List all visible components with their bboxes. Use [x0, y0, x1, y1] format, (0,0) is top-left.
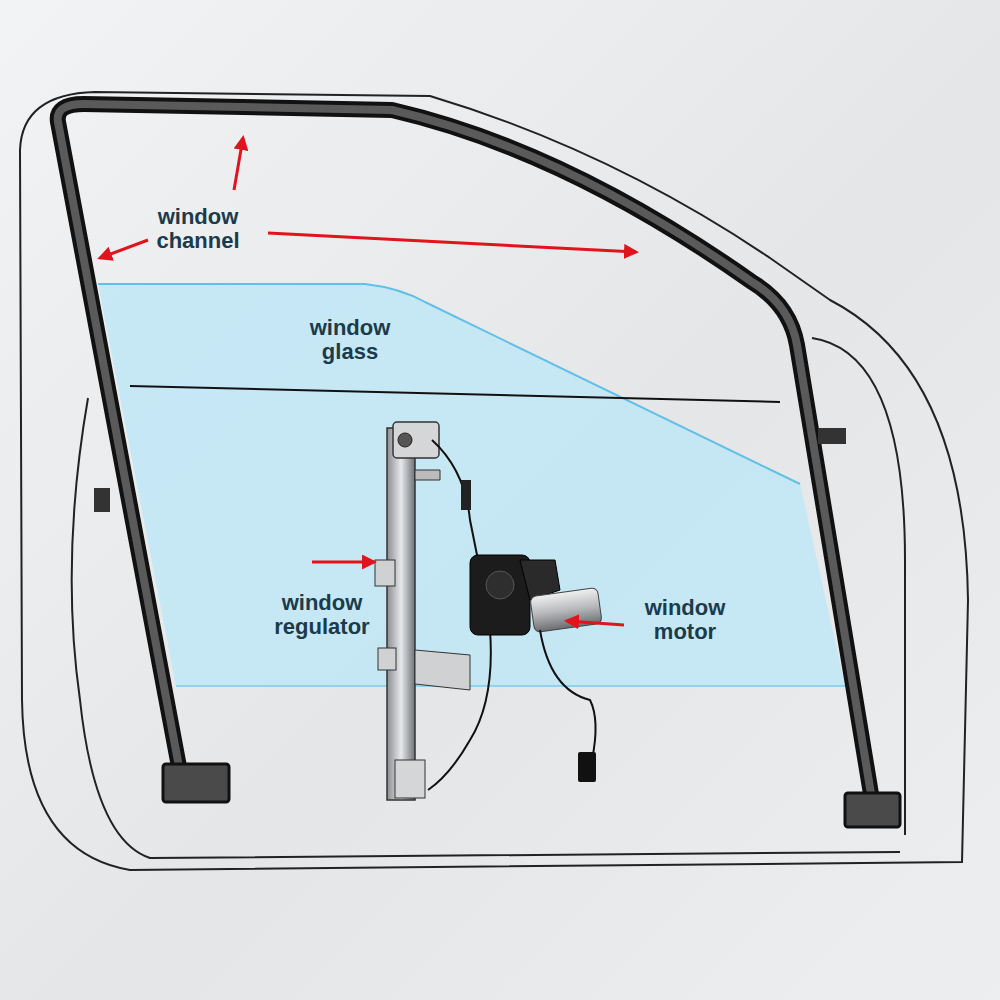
motor-gear-cover: [486, 571, 514, 599]
window-channel: [58, 104, 872, 800]
leader-arrow: [234, 138, 243, 190]
cable-sleeve: [461, 480, 471, 510]
part-label: window regulator: [260, 591, 384, 639]
channel-tab: [818, 428, 846, 444]
motor-connector: [578, 752, 596, 782]
channel-tab: [94, 488, 110, 512]
regulator-bottom-pulley: [395, 760, 425, 798]
part-label: window channel: [136, 205, 260, 253]
motor-wire: [540, 630, 596, 760]
motor-gearbox: [470, 555, 530, 635]
regulator-pulley: [398, 433, 412, 447]
leader-arrow: [567, 621, 624, 625]
glass-edge: [176, 685, 845, 687]
regulator-bracket: [415, 470, 440, 480]
window-channel-inner: [58, 104, 872, 800]
glass-edge: [98, 284, 800, 484]
leader-arrow: [312, 561, 374, 564]
regulator-bracket: [378, 648, 396, 670]
belt-line: [130, 386, 780, 402]
door-outline: [20, 92, 968, 870]
part-label: window glass: [293, 316, 407, 364]
part-label: window motor: [627, 596, 743, 644]
regulator-cable: [432, 440, 478, 560]
regulator-cable: [428, 630, 491, 790]
regulator-rail: [387, 428, 415, 800]
leader-arrow: [268, 233, 636, 252]
channel-foot: [845, 793, 900, 827]
window-glass: [98, 284, 845, 686]
glass-clamp: [415, 650, 470, 690]
channel-foot: [163, 764, 229, 802]
leader-arrow: [100, 240, 148, 258]
motor-cylinder: [530, 587, 602, 632]
regulator-bracket: [375, 560, 395, 586]
